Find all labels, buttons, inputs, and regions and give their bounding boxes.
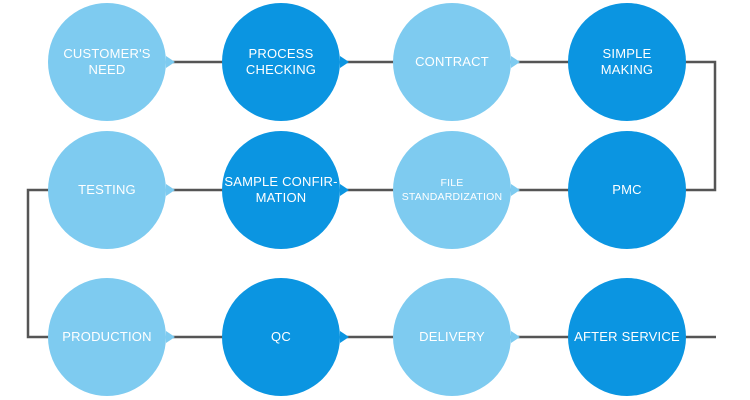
step-file-standardization: FILE STANDARDIZATION bbox=[393, 131, 511, 249]
arrow-pointer bbox=[511, 331, 520, 343]
connector-line bbox=[684, 60, 717, 192]
arrow-pointer bbox=[166, 56, 175, 68]
step-sample-confirmation: SAMPLE CONFIR- MATION bbox=[222, 131, 340, 249]
step-after-service: AFTER SERVICE bbox=[568, 278, 686, 396]
step-label: AFTER SERVICE bbox=[574, 329, 680, 344]
step-pmc: PMC bbox=[568, 131, 686, 249]
step-label: SAMPLE CONFIR- MATION bbox=[224, 174, 338, 205]
step-production: PRODUCTION bbox=[48, 278, 166, 396]
arrow-pointer bbox=[340, 331, 349, 343]
step-customers-need: CUSTOMER'S NEED bbox=[48, 3, 166, 121]
arrow-pointer bbox=[340, 184, 349, 196]
arrow-pointer bbox=[340, 56, 349, 68]
step-label: DELIVERY bbox=[419, 329, 485, 344]
step-label: CUSTOMER'S NEED bbox=[63, 46, 151, 77]
step-qc: QC bbox=[222, 278, 340, 396]
arrow-pointer bbox=[166, 331, 175, 343]
step-label: QC bbox=[271, 329, 291, 344]
arrow-pointer bbox=[511, 56, 520, 68]
step-delivery: DELIVERY bbox=[393, 278, 511, 396]
step-label: PMC bbox=[612, 182, 642, 197]
arrow-pointer bbox=[511, 184, 520, 196]
step-label: TESTING bbox=[78, 182, 136, 197]
arrow-pointer bbox=[166, 184, 175, 196]
step-process-checking: PROCESS CHECKING bbox=[222, 3, 340, 121]
step-label: SIMPLE MAKING bbox=[600, 46, 654, 77]
step-simple-making: SIMPLE MAKING bbox=[568, 3, 686, 121]
step-label: PROCESS CHECKING bbox=[245, 46, 317, 77]
step-testing: TESTING bbox=[48, 131, 166, 249]
step-label: PRODUCTION bbox=[62, 329, 152, 344]
step-label: CONTRACT bbox=[415, 54, 489, 69]
step-contract: CONTRACT bbox=[393, 3, 511, 121]
step-label: FILE STANDARDIZATION bbox=[401, 177, 503, 203]
connector-line bbox=[26, 188, 54, 339]
